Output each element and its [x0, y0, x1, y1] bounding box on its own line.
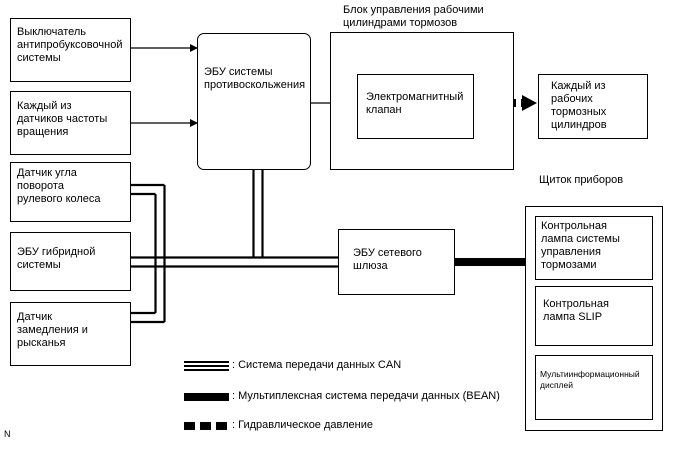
slip-lamp-block: Контрольная лампа SLIP	[535, 286, 653, 346]
brake-lamp-label: Контрольная лампа системы управления тор…	[541, 220, 620, 271]
wheel-cylinders-block: Каждый из рабочих тормозных цилиндров	[538, 74, 648, 139]
multi-display-label: Мультиинформационный дисплей	[540, 369, 640, 390]
brake-lamp-block: Контрольная лампа системы управления тор…	[535, 216, 653, 280]
can-bus	[130, 169, 338, 324]
skid-control-ecu-label: ЭБУ системы противоскольжения	[204, 66, 306, 91]
steering-sensor-block: Датчик угла поворота рулевого колеса	[10, 162, 131, 222]
gateway-ecu-label: ЭБУ сетевого шлюза	[353, 247, 422, 272]
slip-lamp-label: Контрольная лампа SLIP	[543, 298, 609, 323]
abs-switch-block: Выключатель антипробуксовочной системы	[10, 18, 131, 82]
decel-sensor-label: Датчик замедления и рысканья	[17, 311, 88, 349]
abs-switch-label: Выключатель антипробуксовочной системы	[17, 26, 123, 64]
multi-display-block: Мультиинформационный дисплей	[535, 355, 653, 420]
hydraulic-arrowhead	[522, 95, 537, 111]
actuator-title: Блок управления рабочими цилиндрами торм…	[343, 4, 484, 29]
solenoid-valve-block: Электромагнитный клапан	[357, 74, 474, 139]
legend-bean-label: : Мультиплексная система передачи данных…	[232, 390, 500, 402]
speed-sensors-label: Каждый из датчиков частоты вращения	[17, 100, 108, 138]
decel-sensor-block: Датчик замедления и рысканья	[10, 302, 131, 366]
solenoid-valve-label: Электромагнитный клапан	[366, 91, 464, 116]
cluster-title: Щиток приборов	[539, 174, 624, 186]
hybrid-ecu-block: ЭБУ гибридной системы	[10, 232, 131, 291]
legend-can-label: : Система передачи данных CAN	[232, 359, 402, 371]
skid-control-ecu-block: ЭБУ системы противоскольжения	[197, 33, 311, 170]
legend-can-symbol	[184, 361, 229, 371]
gateway-ecu-block: ЭБУ сетевого шлюза	[338, 229, 455, 295]
corner-mark: N	[4, 429, 11, 439]
steering-sensor-label: Датчик угла поворота рулевого колеса	[17, 167, 101, 205]
hybrid-ecu-label: ЭБУ гибридной системы	[17, 246, 96, 271]
legend-hydraulic-label: : Гидравлическое давление	[232, 419, 373, 431]
speed-sensors-block: Каждый из датчиков частоты вращения	[10, 91, 131, 155]
wheel-cylinders-label: Каждый из рабочих тормозных цилиндров	[551, 80, 607, 131]
